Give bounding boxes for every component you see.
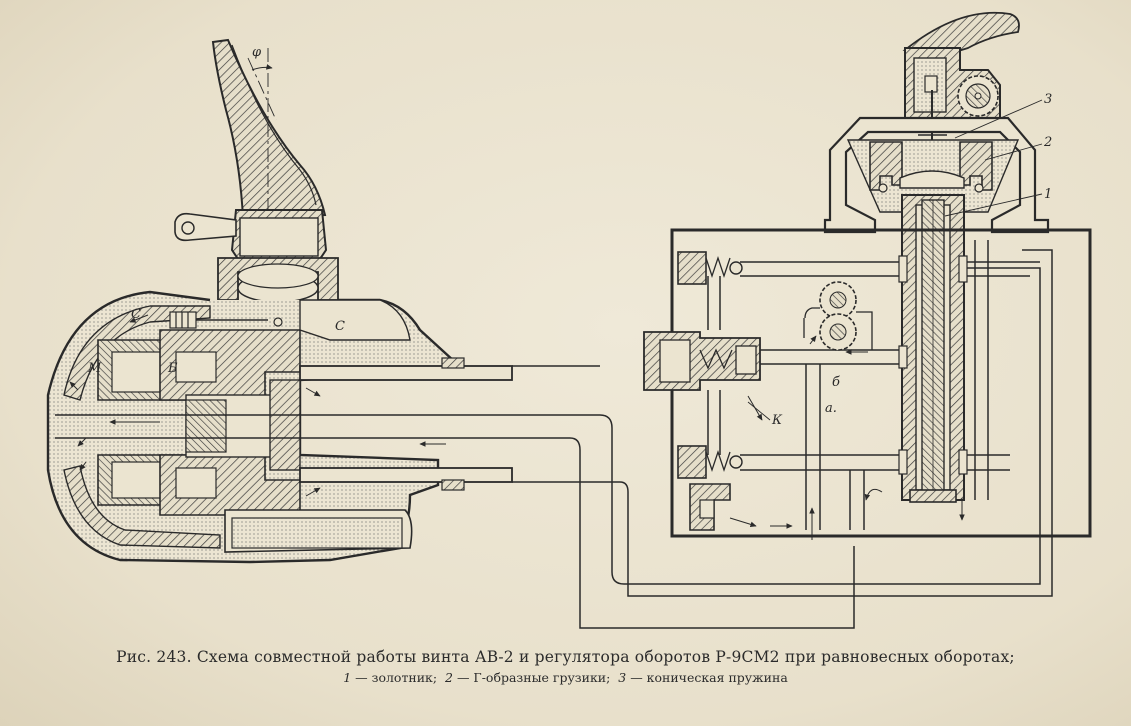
label-b-left: Б	[167, 361, 178, 376]
hub-shaft-upper	[299, 365, 513, 381]
hub-shaft-lower	[299, 467, 513, 483]
label-b-right: б	[832, 375, 840, 390]
label-c-left: С	[131, 307, 141, 322]
label-c-right: С	[335, 319, 345, 334]
governor-lever	[902, 11, 1020, 53]
label-k: К	[771, 413, 783, 428]
figure-caption: Рис. 243. Схема совместной работы винта …	[0, 648, 1131, 685]
propeller-hub	[46, 38, 513, 564]
legend-text-3: — коническая пружина	[630, 670, 788, 685]
legend-text-2: — Г-образные грузики;	[456, 670, 611, 685]
propeller-blade	[211, 38, 327, 220]
caption-title: Рис. 243. Схема совместной работы винта …	[116, 648, 1015, 666]
governor	[643, 11, 1092, 540]
relief-valve-top	[677, 251, 707, 285]
flyweight-left	[869, 141, 903, 191]
legend-num-2: 2	[445, 670, 453, 685]
label-a: а.	[825, 401, 837, 416]
label-m: М	[87, 361, 102, 376]
flyweight-housing	[823, 116, 1050, 234]
caption-legend: 1 — золотник; 2 — Г-образные грузики; 3 …	[0, 670, 1131, 685]
legend-text-1: — золотник;	[355, 670, 438, 685]
label-2: 2	[1043, 135, 1052, 150]
relief-valve-bottom	[677, 445, 707, 479]
label-phi: φ	[252, 45, 262, 60]
label-3: 3	[1044, 92, 1052, 107]
legend-num-3: 3	[618, 670, 627, 685]
diagram-labels: φ С С М Б б К а. 1 2 3	[87, 45, 1052, 428]
label-1: 1	[1044, 187, 1052, 202]
oil-lines	[300, 249, 1053, 629]
legend-num-1: 1	[343, 670, 352, 685]
